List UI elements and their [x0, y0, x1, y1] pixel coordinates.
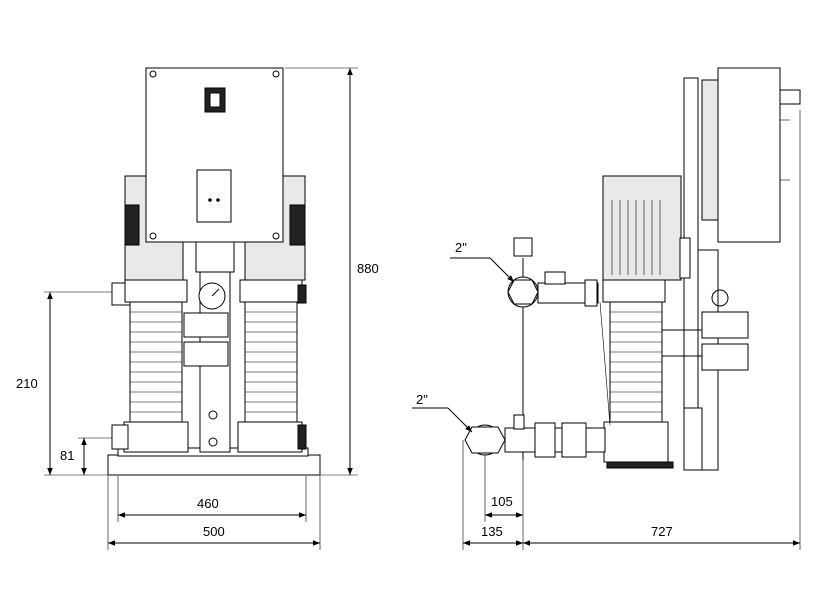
side-view [412, 67, 801, 471]
dim-81-label: 81 [60, 448, 74, 463]
dim-500-label: 500 [203, 524, 225, 539]
dimension-lines [44, 67, 801, 550]
dim-135-label: 135 [481, 524, 503, 539]
cabinet-side [701, 67, 801, 243]
pump-side [602, 175, 691, 469]
dim-105-label: 105 [491, 494, 513, 509]
dim-880-label: 880 [357, 261, 379, 276]
front-view [107, 67, 321, 476]
dimension-labels: 880 210 81 460 500 105 135 727 2" 2" [16, 240, 673, 539]
base-plate [107, 454, 321, 476]
side-switches [662, 289, 749, 371]
upper-valve-icon [513, 237, 533, 257]
lower-manifold [464, 301, 611, 458]
control-cabinet [145, 67, 284, 243]
lower-valve-icon [513, 414, 525, 430]
central-frame [183, 241, 235, 453]
pressure-switch-upper [183, 312, 229, 338]
pressure-switch-lower [183, 341, 229, 367]
lower-connection-label: 2" [416, 392, 428, 407]
dim-460-label: 460 [197, 496, 219, 511]
dim-727-label: 727 [651, 524, 673, 539]
upper-connection-label: 2" [455, 240, 467, 255]
dim-210-label: 210 [16, 376, 38, 391]
